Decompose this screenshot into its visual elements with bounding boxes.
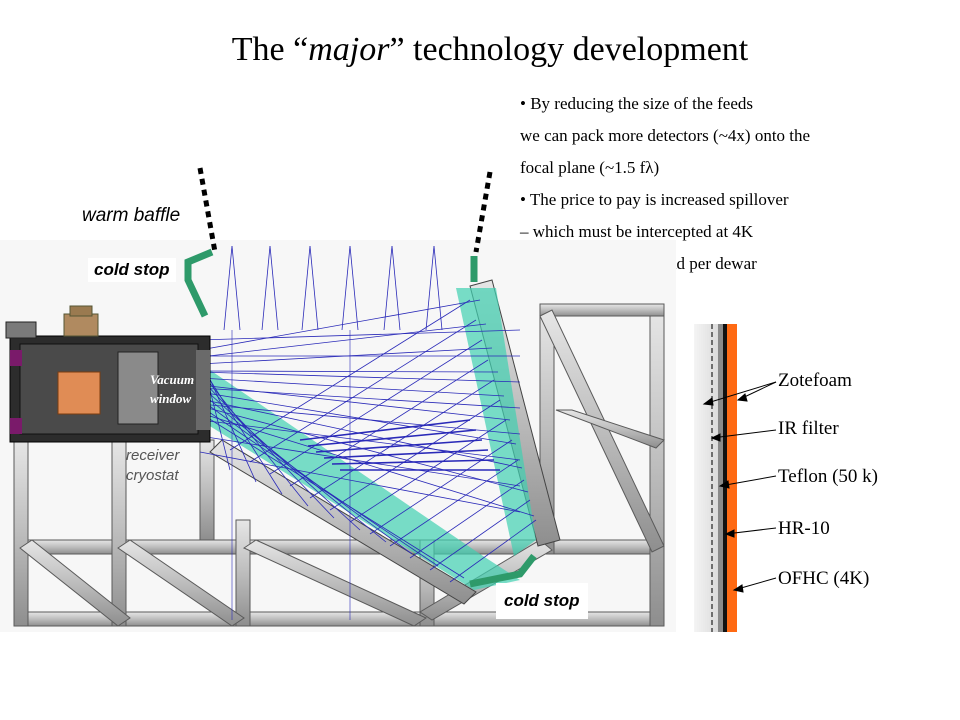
ray: [391, 245, 401, 331]
ray: [349, 245, 359, 331]
ray: [309, 245, 319, 331]
ray: [269, 339, 483, 475]
warm-baffle-line: [473, 171, 493, 253]
frame-post: [235, 519, 251, 627]
page-title: The “major” technology development: [0, 28, 960, 72]
zotefoam-layer: [694, 324, 718, 632]
ray: [199, 412, 535, 517]
ray: [199, 371, 521, 383]
ray: [261, 245, 271, 331]
layer-stack: [694, 324, 737, 632]
ray: [383, 245, 393, 331]
ray-trace: [199, 245, 537, 620]
hr10-layer: [723, 324, 727, 632]
ray: [199, 387, 521, 409]
warm-baffle-label: warm baffle: [82, 205, 181, 226]
ray: [323, 449, 489, 459]
bullet-line: – which must be intercepted at 4K: [520, 222, 754, 241]
layer-leaders: [702, 381, 777, 593]
receiver-cryostat-label: receiver cryostat: [126, 447, 180, 484]
ray: [199, 419, 521, 461]
receiver-cryostat: [5, 305, 211, 443]
ray: [249, 319, 477, 463]
frame-post: [111, 439, 127, 627]
frame-brace: [19, 539, 131, 627]
frame-brace: [555, 409, 665, 449]
warm-baffle-line: [197, 167, 218, 253]
ray: [199, 329, 521, 341]
title-emphasis: major: [308, 31, 390, 68]
ray: [429, 499, 531, 571]
ray: [199, 435, 521, 487]
layer-label-zotefoam: Zotefoam: [778, 370, 852, 391]
ray: [329, 399, 501, 511]
title-prefix: The “: [231, 31, 309, 68]
ray: [409, 479, 525, 559]
frame-post: [199, 439, 215, 541]
ofhc-layer: [727, 324, 737, 632]
vacuum-window-label: Vacuum window: [150, 372, 195, 406]
cold-stop-bottom: [469, 553, 537, 588]
ray: [199, 323, 487, 358]
ray: [269, 245, 279, 331]
ray: [349, 419, 507, 523]
title-suffix: ” technology development: [389, 31, 749, 68]
layer-label-ir-filter: IR filter: [778, 418, 839, 439]
secondary-mirror: [209, 439, 477, 605]
ray: [433, 245, 443, 331]
layer-label-ofhc: OFHC (4K): [778, 568, 870, 589]
ray: [199, 451, 521, 513]
layer-label-hr10: HR-10: [778, 518, 830, 539]
layer-label-teflon: Teflon (50 k): [778, 466, 878, 487]
ray: [449, 519, 537, 583]
ray: [307, 429, 477, 447]
ray: [223, 245, 233, 331]
frame-post: [13, 439, 29, 627]
ray: [199, 370, 499, 373]
cold-stop-top: [184, 248, 214, 318]
ray: [341, 245, 351, 331]
ray: [199, 412, 465, 579]
ray: [425, 245, 435, 331]
ray: [231, 245, 241, 331]
cold-stop-label: cold stop: [496, 583, 588, 619]
ray: [315, 439, 483, 453]
ray: [301, 245, 311, 331]
frame-brace: [539, 309, 665, 553]
ray: [199, 398, 413, 555]
frame-beam: [539, 303, 665, 317]
bullet-line: • The price to pay is increased spillove…: [520, 190, 789, 209]
ray: [299, 419, 471, 441]
frame-post: [649, 309, 665, 627]
ray: [289, 359, 489, 487]
ray: [331, 459, 495, 465]
frame-brace: [117, 539, 245, 627]
bullet-line: focal plane (~1.5 fλ): [520, 158, 660, 177]
teflon-layer: [718, 324, 723, 632]
bullet-line: we can pack more detectors (~4x) onto th…: [520, 126, 811, 145]
ray: [199, 377, 505, 397]
ray: [199, 299, 481, 351]
bullet-line: • By reducing the size of the feeds: [520, 94, 754, 113]
ray: [199, 405, 439, 567]
frame-brace: [242, 539, 428, 627]
ray: [199, 403, 521, 435]
ray: [389, 459, 519, 547]
cold-stop-label: cold stop: [88, 258, 176, 282]
